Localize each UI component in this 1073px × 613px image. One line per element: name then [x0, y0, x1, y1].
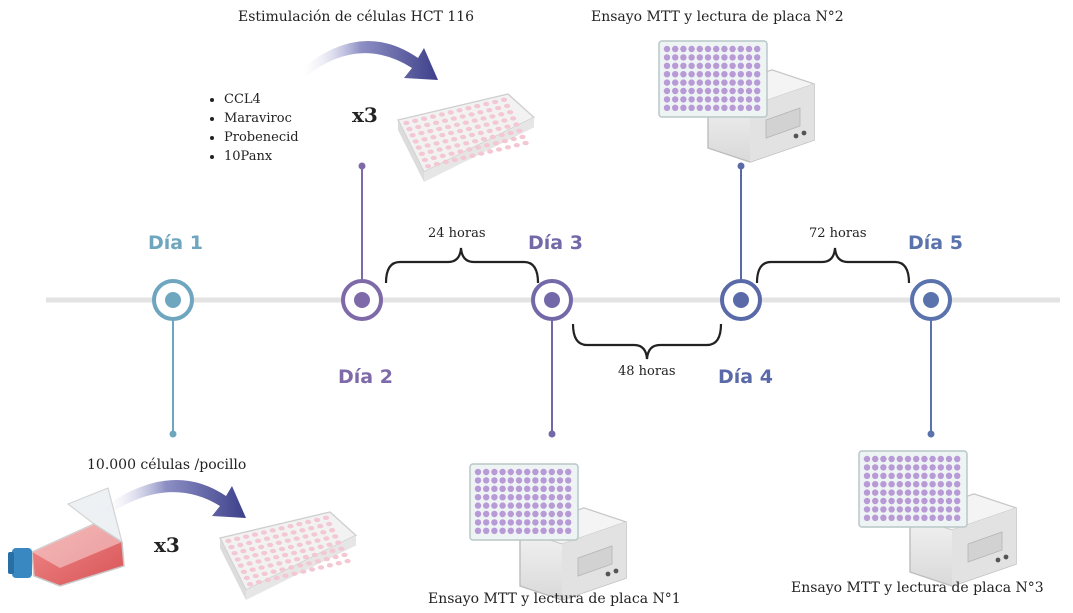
duration-72h: 72 horas — [809, 226, 867, 241]
day4-label: Día 4 — [718, 366, 773, 388]
replicates-seeding: x3 — [154, 533, 180, 557]
day3-connector-dot — [548, 430, 556, 438]
brace-24h — [384, 247, 540, 284]
treatment-item: Maraviroc — [224, 109, 299, 128]
day2-connector-dot — [358, 162, 366, 170]
treatment-item: Probenecid — [224, 128, 299, 147]
treatment-item: 10Panx — [224, 147, 299, 166]
day5-label: Día 5 — [908, 232, 963, 254]
well-plate-icon — [218, 511, 358, 600]
day4-node — [720, 279, 762, 321]
day1-node — [152, 279, 194, 321]
day3-label: Día 3 — [528, 232, 583, 254]
day5-node — [910, 279, 952, 321]
day3-node — [531, 279, 573, 321]
step-seeding: 10.000 células /pocillo — [87, 457, 247, 473]
replicates-stimulation: x3 — [352, 103, 378, 127]
well-plate-icon — [469, 463, 579, 541]
duration-48h: 48 horas — [618, 364, 676, 379]
day2-node — [341, 279, 383, 321]
treatment-item: CCL4 — [224, 90, 299, 109]
step-mtt1: Ensayo MTT y lectura de placa N°1 — [428, 591, 681, 607]
day1-connector-dot — [169, 430, 177, 438]
curved-arrow-icon — [100, 479, 246, 518]
well-plate-icon — [858, 450, 968, 528]
day2-label: Día 2 — [338, 366, 393, 388]
treatment-list: CCL4 Maraviroc Probenecid 10Panx — [208, 90, 299, 166]
curved-arrow-icon — [298, 40, 438, 80]
step-stimulation: Estimulación de células HCT 116 — [238, 9, 475, 25]
day1-label: Día 1 — [148, 232, 203, 254]
well-plate-icon — [396, 93, 536, 182]
step-mtt2: Ensayo MTT y lectura de placa N°2 — [591, 9, 844, 25]
brace-72h — [755, 247, 911, 284]
duration-24h: 24 horas — [428, 226, 486, 241]
step-mtt3: Ensayo MTT y lectura de placa N°3 — [791, 580, 1044, 596]
well-plate-icon — [658, 40, 768, 118]
day5-connector-dot — [927, 430, 935, 438]
cell-flask-icon — [8, 487, 125, 587]
day4-connector-dot — [737, 162, 745, 170]
brace-48h — [571, 323, 723, 360]
